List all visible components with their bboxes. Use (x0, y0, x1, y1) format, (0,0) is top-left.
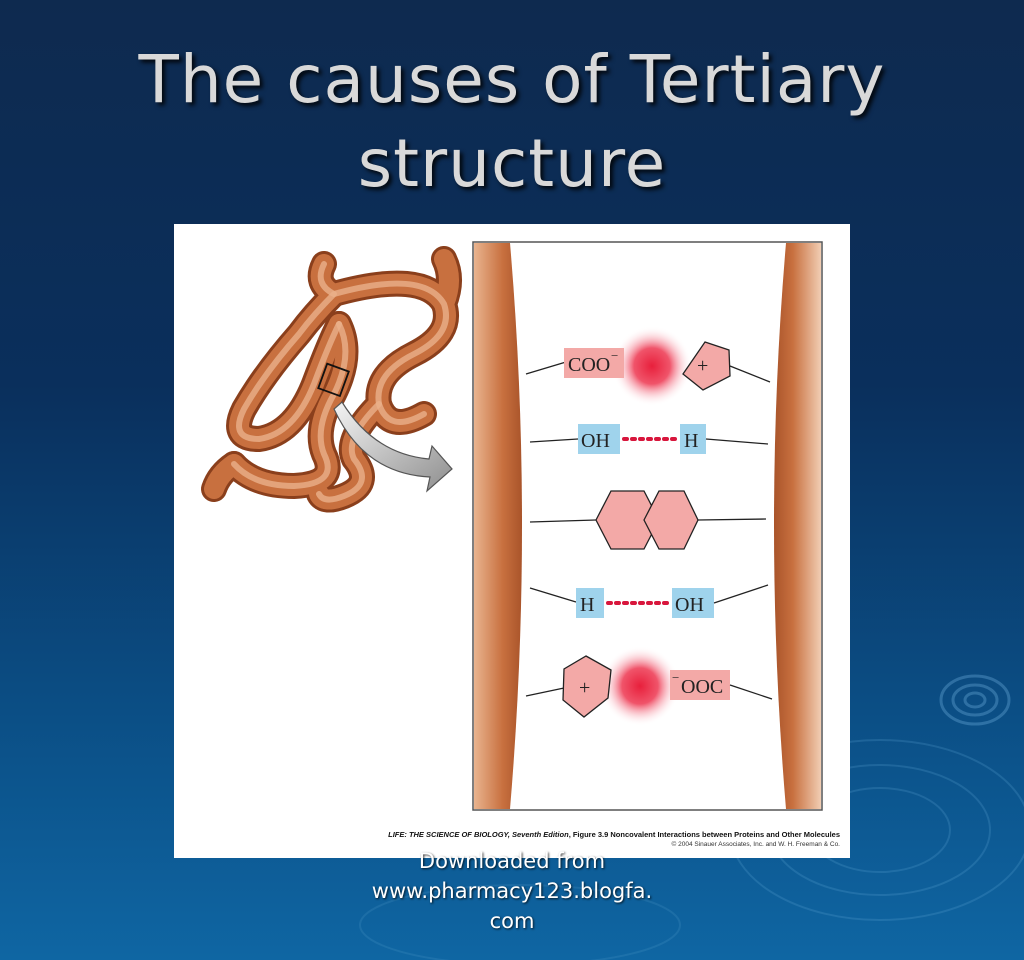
footer-credit: Downloaded from www.pharmacy123.blogfa. … (312, 846, 712, 936)
figure-copyright: © 2004 Sinauer Associates, Inc. and W. H… (671, 841, 840, 848)
amino-pentagon-top (682, 341, 731, 391)
ionic-attraction-glow-bottom (600, 646, 680, 726)
footer-line-3: com (489, 909, 535, 933)
oh-label-bottom: OH (675, 594, 704, 616)
right-protein-surface (774, 243, 821, 809)
oh-label-top: OH (581, 430, 610, 452)
oh-box-bottom (672, 588, 714, 618)
footer-line-2: www.pharmacy123.blogfa. (371, 879, 653, 903)
zoom-arrow (333, 401, 453, 493)
h-box-top (680, 424, 706, 454)
carboxylate-box-top (564, 348, 624, 378)
caption-figure: , Figure 3.9 Noncovalent Interactions be… (568, 830, 840, 839)
ooc-label-bottom: OOC (681, 676, 723, 698)
plus-label-bottom: + (579, 677, 590, 699)
ooc-minus-sign: − (672, 670, 679, 685)
caption-source: LIFE: THE SCIENCE OF BIOLOGY, Seventh Ed… (388, 830, 569, 839)
footer-line-1: Downloaded from (418, 849, 606, 873)
zoom-region-box (317, 362, 350, 398)
slide-title: The causes of Tertiary structure (0, 38, 1024, 206)
left-protein-surface (474, 243, 522, 809)
folded-protein-illustration (201, 246, 462, 513)
carboxylate-box-bottom (670, 670, 730, 700)
ionic-attraction-glow-top (612, 326, 692, 406)
h-label-top: H (684, 430, 698, 452)
h-box-bottom (576, 588, 604, 618)
protein-interaction-figure: COO − + OH H H OH + − OOC LIF (174, 224, 850, 858)
plus-label-top: + (697, 355, 708, 377)
title-line-1: The causes of Tertiary (138, 41, 886, 118)
oh-box-top (578, 424, 620, 454)
coo-minus-sign: − (611, 348, 618, 363)
h-label-bottom: H (580, 594, 594, 616)
coo-label-top: COO (568, 354, 610, 376)
amino-pentagon-bottom (562, 655, 612, 718)
figure-diagram: COO − + OH H H OH + − OOC (201, 241, 823, 811)
figure-caption: LIFE: THE SCIENCE OF BIOLOGY, Seventh Ed… (388, 830, 840, 839)
title-line-2: structure (357, 125, 667, 202)
